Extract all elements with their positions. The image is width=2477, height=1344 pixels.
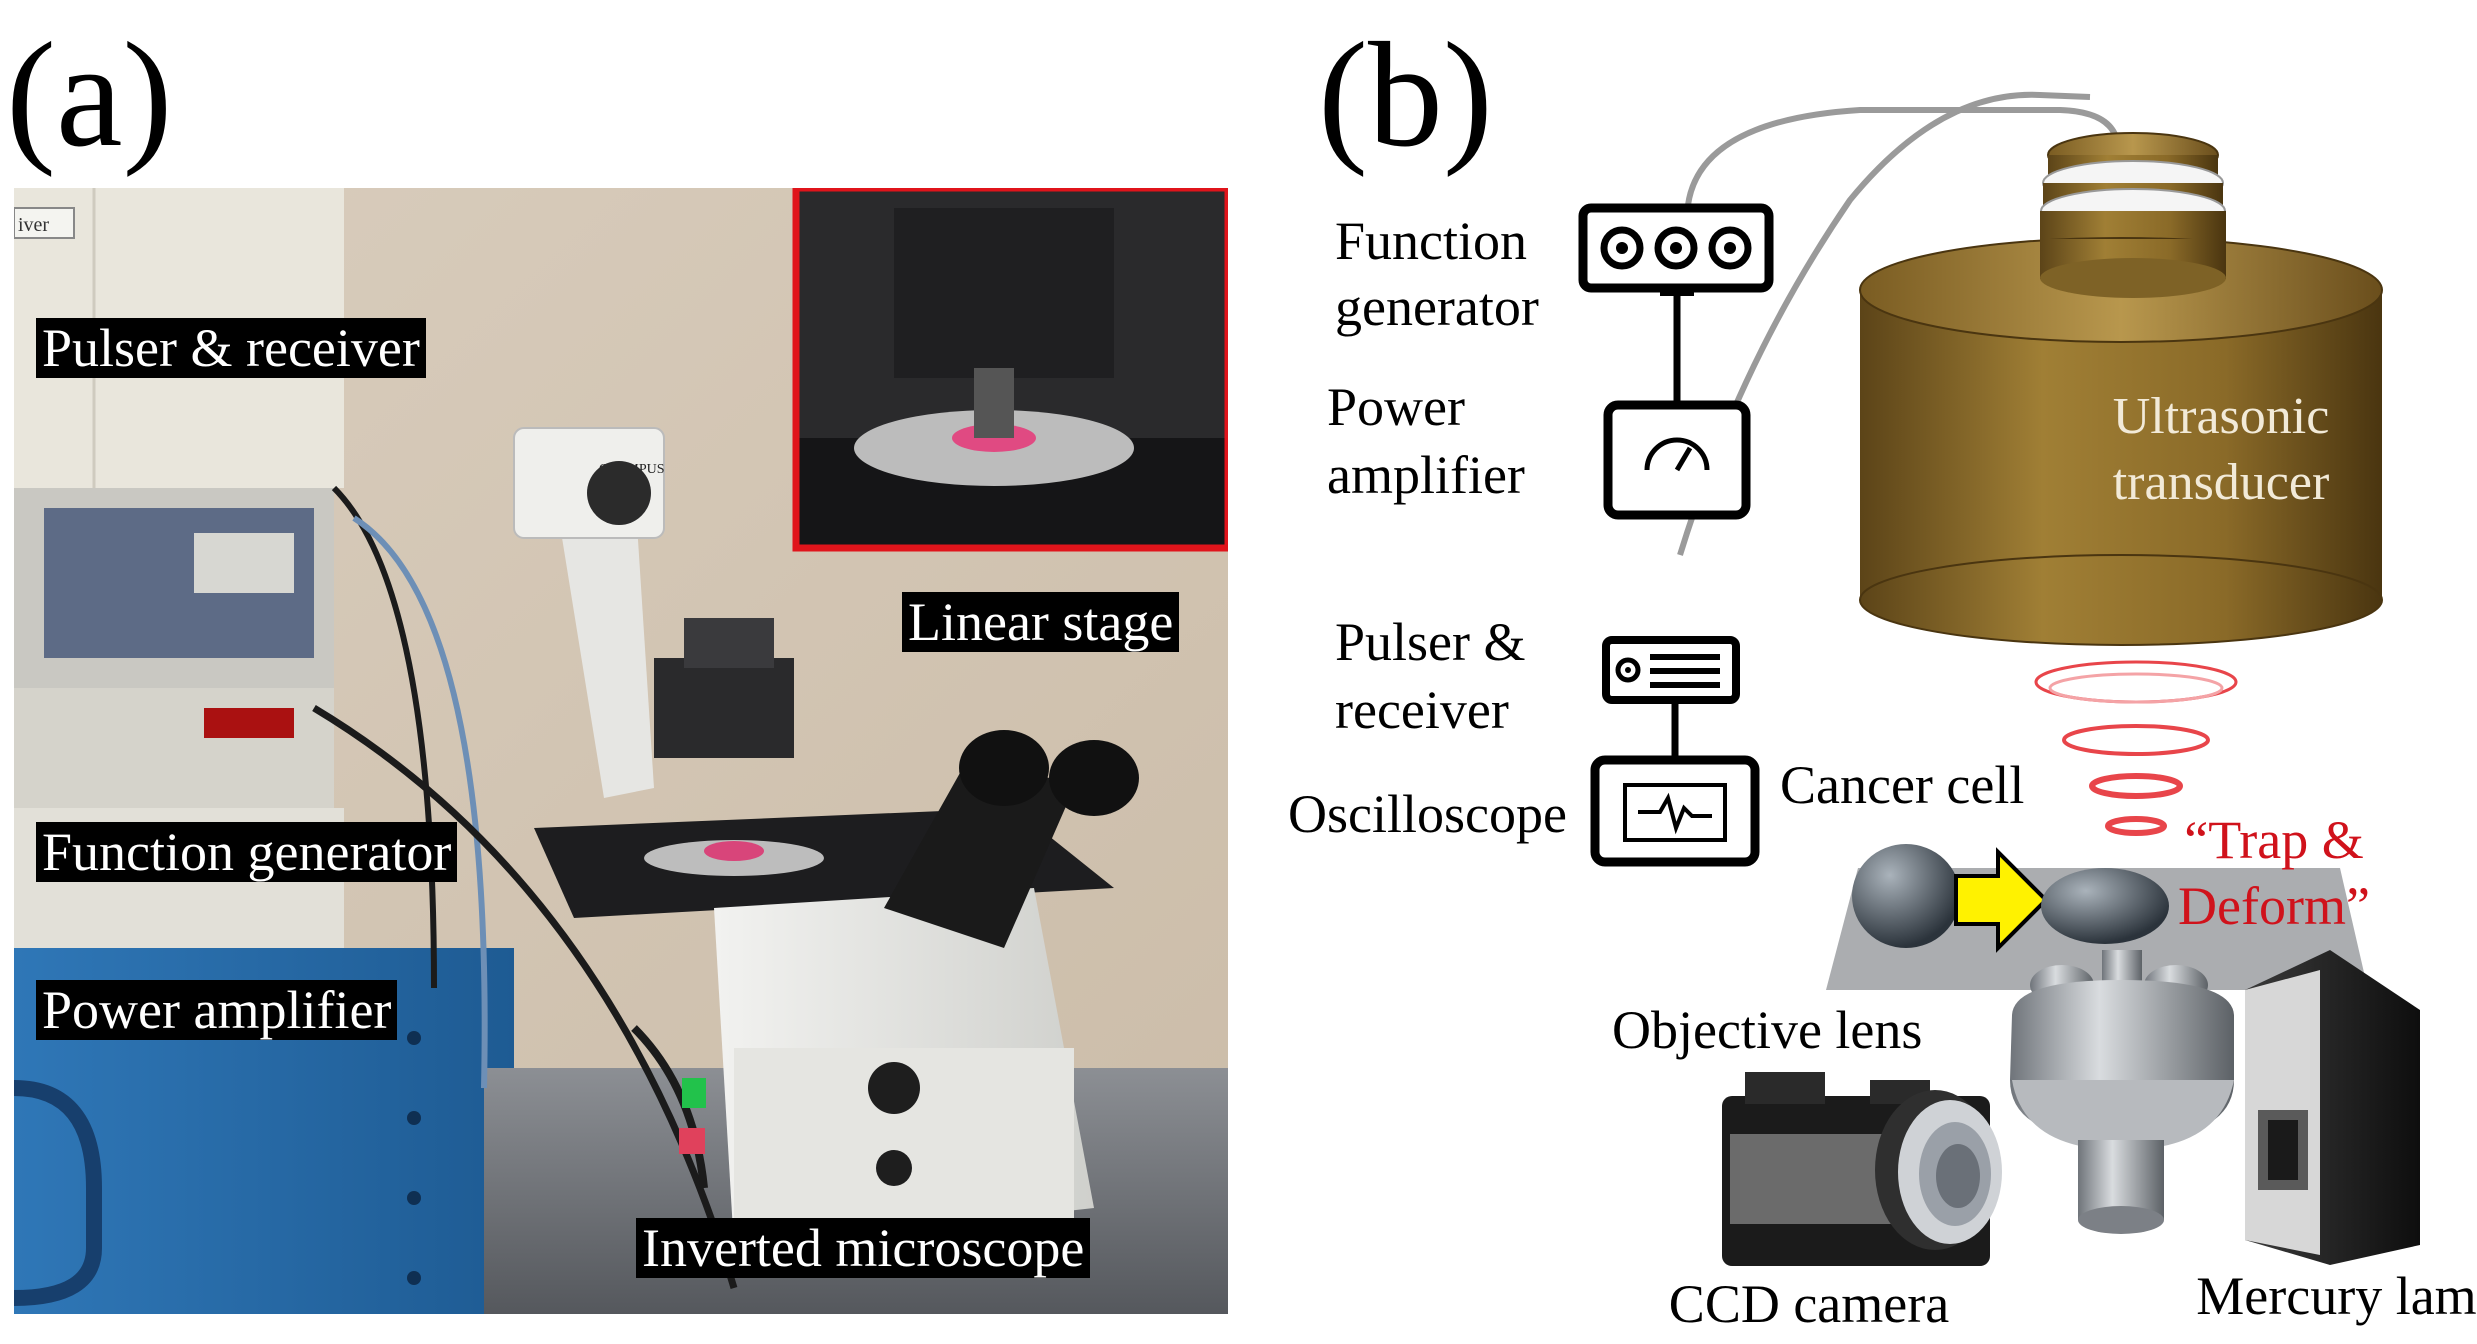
cable-function-generator [1685,107,2121,206]
cancer-cell-round [1852,844,1960,948]
power-amplifier-icon [1603,400,1751,520]
label-function-generator-line1: Function [1335,211,1527,271]
label-transducer-line2: transducer [2113,454,2330,511]
label-pulser-receiver: Pulser & receiver [36,318,426,378]
label-ccd-camera: CCD camera [1669,1274,1949,1334]
schematic-diagram: Ultrasonic transducer [1288,91,2477,1334]
pulser-receiver-icon [1602,636,1740,704]
label-oscilloscope: Oscilloscope [1288,784,1567,844]
label-power-amplifier: Power amplifier [36,980,398,1040]
lab-setup-illustration: iver OLYMPUS [14,188,1228,1314]
label-transducer-line1: Ultrasonic [2113,388,2330,445]
cancer-cell-deformed [2041,868,2169,944]
label-mercury-lamp: Mercury lamp [2196,1266,2477,1326]
panel-a-letter: (a) [6,12,173,178]
ultrasonic-transducer [1859,132,2383,646]
linear-stage-highlight-box [792,188,1228,552]
label-trap-deform-line2: Deform” [2178,876,2370,936]
mercury-lamp [2245,950,2420,1265]
lab-setup-photo: iver OLYMPUS [14,188,1228,1314]
label-pulser-receiver-line1: Pulser & [1335,612,1526,672]
label-function-generator: Function generator [36,822,458,882]
label-trap-deform-line1: “Trap & [2184,810,2364,870]
panel-b-letter: (b) [1318,12,1493,178]
oscilloscope-icon [1590,755,1760,867]
objective-lens [2010,950,2234,1234]
label-inverted-microscope: Inverted microscope [636,1218,1091,1278]
function-generator-icon [1578,203,1774,296]
label-objective-lens: Objective lens [1612,1000,1922,1060]
label-cancer-cell: Cancer cell [1780,755,2024,815]
label-power-amplifier-line2: amplifier [1327,445,1525,505]
label-pulser-receiver-line2: receiver [1335,680,1509,740]
ccd-camera [1722,1072,2002,1266]
label-power-amplifier-line1: Power [1327,377,1465,437]
label-function-generator-line2: generator [1335,277,1539,337]
device-tag-text: iver [18,214,49,236]
label-linear-stage: Linear stage [902,592,1180,652]
deform-arrow-icon [1954,847,2049,953]
ultrasound-waves [2034,660,2238,836]
